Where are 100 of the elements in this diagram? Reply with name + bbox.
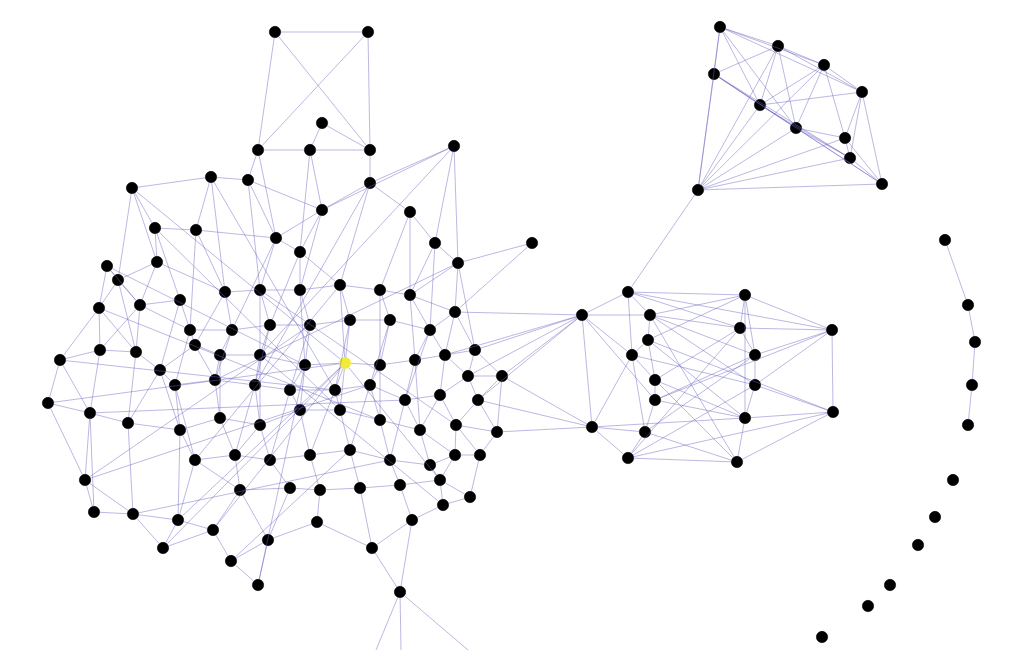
network-edge <box>435 151 454 238</box>
network-edge <box>264 358 439 502</box>
network-edge <box>435 456 450 464</box>
network-edge <box>95 414 123 422</box>
network-edge <box>258 37 275 145</box>
network-node <box>254 349 266 361</box>
network-edge <box>230 290 255 292</box>
network-node <box>714 21 726 33</box>
network-edge <box>136 518 160 544</box>
network-node <box>189 454 201 466</box>
network-edge <box>597 427 640 432</box>
network-edge <box>145 300 175 305</box>
network-edge <box>848 142 879 180</box>
network-edge <box>750 297 827 329</box>
network-node <box>526 237 538 249</box>
network-edge <box>248 185 260 285</box>
network-edge <box>660 331 827 399</box>
network-node <box>112 274 124 286</box>
network-node <box>642 334 654 346</box>
network-edge <box>800 130 846 156</box>
network-node <box>93 302 105 314</box>
network-edge <box>434 315 451 327</box>
network-edge <box>345 411 375 419</box>
network-edge <box>637 356 750 384</box>
network-edge <box>280 240 296 250</box>
network-edge <box>200 346 215 354</box>
network-node <box>264 319 276 331</box>
network-node <box>374 414 386 426</box>
network-node <box>429 237 441 249</box>
network-node <box>42 397 54 409</box>
network-node <box>364 379 376 391</box>
network-edge <box>250 185 274 233</box>
network-edge <box>213 181 333 386</box>
network-edge <box>326 125 366 148</box>
network-node <box>130 346 142 358</box>
network-edge <box>764 107 792 126</box>
network-edge <box>211 182 225 287</box>
network-edge <box>197 182 210 225</box>
network-node <box>818 59 830 71</box>
network-edge <box>255 390 260 420</box>
network-node <box>225 555 237 567</box>
network-node <box>79 474 91 486</box>
network-node <box>424 324 436 336</box>
network-edge <box>473 317 577 374</box>
network-node <box>174 424 186 436</box>
network-edge <box>459 404 475 421</box>
network-edge <box>725 28 773 45</box>
network-node <box>576 309 588 321</box>
network-edge <box>110 270 115 276</box>
network-edge <box>90 355 100 408</box>
network-node <box>94 344 106 356</box>
network-edge <box>295 488 315 490</box>
network-edge <box>191 335 194 340</box>
network-edge <box>395 460 425 465</box>
network-edge <box>179 465 194 515</box>
network-node <box>88 506 100 518</box>
network-node <box>626 349 638 361</box>
network-edge <box>586 318 628 352</box>
network-edge <box>725 29 857 90</box>
network-node <box>270 232 282 244</box>
network-node <box>344 314 356 326</box>
network-edge <box>385 360 410 365</box>
network-node <box>474 449 486 461</box>
network-edge <box>407 405 418 425</box>
network-node <box>329 384 341 396</box>
network-edge <box>655 316 750 354</box>
network-node <box>384 454 396 466</box>
network-edge <box>198 235 223 287</box>
network-node <box>449 306 461 318</box>
network-edge <box>653 341 828 411</box>
network-edge <box>700 50 776 186</box>
network-edge <box>175 390 180 425</box>
network-edge <box>405 480 435 485</box>
network-edge <box>86 485 93 507</box>
network-node <box>209 374 221 386</box>
network-node <box>962 419 974 431</box>
network-node <box>151 256 163 268</box>
network-node <box>311 516 323 528</box>
network-node <box>249 379 261 391</box>
network-edge <box>315 320 345 325</box>
network-node <box>708 68 720 80</box>
network-edge <box>968 390 972 420</box>
network-edge <box>301 295 309 320</box>
network-edge <box>413 216 432 239</box>
network-edge <box>660 382 740 416</box>
network-edge <box>381 295 389 315</box>
network-edge <box>235 453 346 558</box>
network-edge <box>89 483 129 511</box>
network-edge <box>450 316 577 354</box>
network-edge <box>341 290 349 315</box>
network-node <box>344 444 356 456</box>
network-node <box>464 491 476 503</box>
network-edge <box>264 293 452 422</box>
network-edge <box>702 130 792 188</box>
network-node <box>437 499 449 511</box>
network-edge <box>585 319 652 396</box>
network-edge <box>374 186 406 209</box>
network-edge <box>660 357 750 398</box>
network-edge <box>376 523 408 545</box>
network-edge <box>220 265 453 378</box>
